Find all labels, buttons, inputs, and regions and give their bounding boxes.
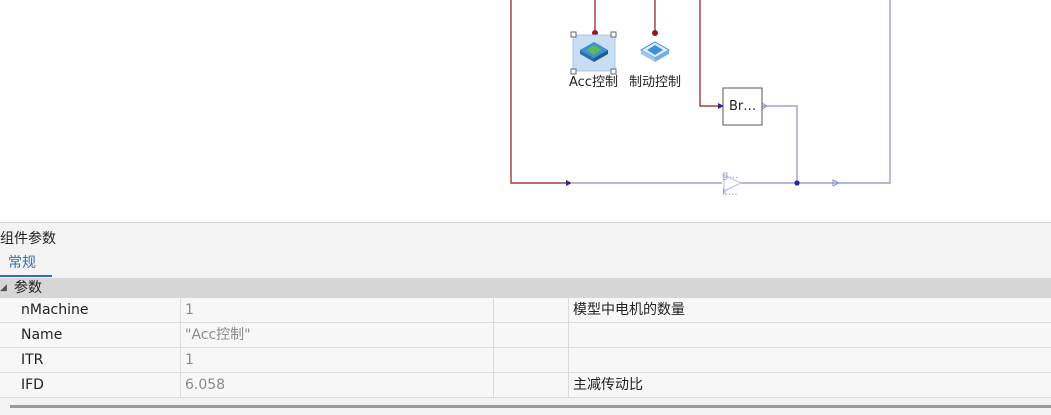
wire-left-feedback bbox=[510, 0, 570, 184]
brake-control-label[interactable]: 制动控制 bbox=[629, 75, 682, 90]
property-table: nMachine 1 模型中电机的数量 Name "Acc控制" ITR 1 I… bbox=[0, 298, 1051, 398]
param-unit bbox=[493, 298, 569, 322]
br-block-label: Br… bbox=[729, 99, 757, 114]
gain-label-top: g… bbox=[722, 170, 739, 181]
param-name: ITR bbox=[21, 352, 44, 368]
tab-general[interactable]: 常规 bbox=[0, 252, 52, 277]
param-unit bbox=[493, 373, 569, 397]
param-name: IFD bbox=[21, 377, 44, 393]
group-title: 参数 bbox=[14, 280, 42, 296]
port-dot bbox=[652, 30, 658, 36]
table-row[interactable]: ITR 1 bbox=[0, 348, 1051, 373]
wire-right-feedback bbox=[741, 0, 891, 184]
horizontal-scrollbar[interactable] bbox=[10, 405, 1051, 408]
gain-block[interactable] bbox=[723, 174, 743, 192]
component-parameters-panel: 组件参数 常规 ◢ 参数 nMachine 1 模型中电机的数量 Name "A… bbox=[0, 222, 1051, 415]
acc-control-label[interactable]: Acc控制 bbox=[569, 75, 618, 90]
table-row[interactable]: IFD 6.058 主减传动比 bbox=[0, 373, 1051, 398]
expand-caret-icon[interactable]: ◢ bbox=[0, 283, 7, 293]
param-value[interactable]: 6.058 bbox=[180, 373, 493, 397]
resize-handle[interactable] bbox=[610, 31, 617, 38]
resize-handle[interactable] bbox=[570, 31, 577, 38]
param-description bbox=[568, 323, 1051, 347]
param-value[interactable]: "Acc控制" bbox=[180, 323, 493, 347]
cube-icon[interactable] bbox=[580, 42, 608, 62]
wire-br-output bbox=[762, 105, 798, 183]
gain-label-bottom: k… bbox=[722, 187, 738, 198]
br-block[interactable] bbox=[722, 87, 763, 126]
param-value[interactable]: 1 bbox=[180, 298, 493, 322]
panel-title: 组件参数 bbox=[0, 231, 56, 247]
wire-br-input bbox=[699, 0, 723, 107]
table-row[interactable]: Name "Acc控制" bbox=[0, 323, 1051, 348]
param-unit bbox=[493, 323, 569, 347]
param-unit bbox=[493, 348, 569, 372]
diagram-wires bbox=[510, 0, 891, 192]
param-name: Name bbox=[21, 327, 63, 343]
resize-handle[interactable] bbox=[610, 68, 617, 75]
table-row[interactable]: nMachine 1 模型中电机的数量 bbox=[0, 298, 1051, 323]
parameters-group-header[interactable]: ◢ 参数 bbox=[0, 278, 1051, 298]
cube-icon[interactable] bbox=[639, 41, 671, 62]
param-value[interactable]: 1 bbox=[180, 348, 493, 372]
arrow-icon bbox=[832, 179, 841, 187]
diagram-canvas[interactable]: Acc控制 制动控制 Br… g… k… bbox=[0, 0, 1051, 222]
junction-dot bbox=[794, 180, 800, 186]
param-description bbox=[568, 348, 1051, 372]
param-name: nMachine bbox=[21, 302, 89, 318]
param-description: 模型中电机的数量 bbox=[568, 298, 1051, 322]
param-description: 主减传动比 bbox=[568, 373, 1051, 397]
arrow-icon bbox=[718, 103, 724, 109]
resize-handle[interactable] bbox=[570, 68, 577, 75]
arrow-icon bbox=[566, 180, 572, 186]
